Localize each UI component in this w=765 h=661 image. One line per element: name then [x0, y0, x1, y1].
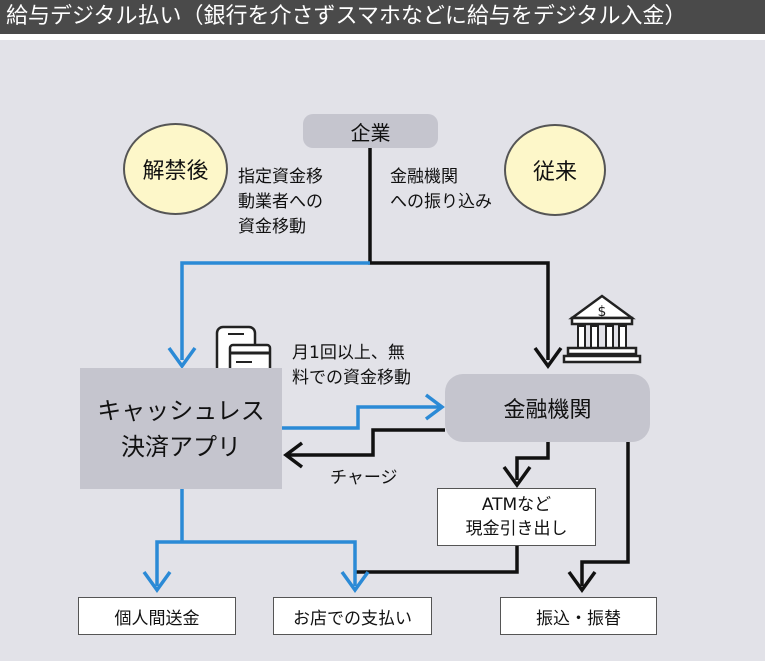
- bank-label: 金融機関: [503, 398, 592, 423]
- company-to-bank-line: [368, 148, 550, 360]
- cashless-app-node: キャッシュレス 決済アプリ: [80, 368, 282, 489]
- atm-withdrawal-node: ATMなど 現金引き出し: [437, 488, 596, 546]
- app-to-payments-line: [155, 489, 357, 586]
- company-to-bank-arrow: [533, 346, 563, 369]
- bank-building-icon: $: [562, 294, 642, 364]
- company-to-app-line: [180, 261, 370, 360]
- app-to-store-arrow: [340, 570, 370, 593]
- conventional-circle: 従来: [504, 124, 606, 216]
- bank-to-atm-line: [515, 442, 550, 480]
- monthly-line-1: 月1回以上、無: [292, 343, 405, 363]
- company-label: 企業: [350, 120, 391, 145]
- svg-text:$: $: [598, 304, 607, 320]
- bank-transfer-node: 振込・振替: [500, 597, 657, 635]
- diagram-title: 給与デジタル払い（銀行を介さずスマホなどに給与をデジタル入金）: [0, 0, 765, 34]
- bank-to-transfer-arrow: [567, 570, 597, 593]
- bank-to-transfer-line: [580, 442, 630, 586]
- after-ban-circle: 解禁後: [123, 123, 228, 215]
- app-to-p2p-arrow: [142, 570, 172, 593]
- monthly-line-2: 料での資金移動: [292, 368, 411, 388]
- app-to-bank-arrow: [424, 393, 445, 421]
- atm-to-store-line: [355, 546, 519, 574]
- charge-line: [288, 428, 445, 457]
- bank-node: 金融機関: [445, 374, 650, 442]
- p2p-transfer-node: 個人間送金: [78, 597, 236, 635]
- designated-line-3: 資金移動: [238, 217, 306, 237]
- after-ban-label: 解禁後: [142, 159, 209, 184]
- conventional-label: 従来: [532, 160, 577, 185]
- bank-transfer-line-2: への振り込み: [390, 192, 492, 212]
- atm-line-1: ATMなど: [481, 495, 552, 515]
- charge-arrow: [283, 441, 304, 469]
- p2p-label: 個人間送金: [114, 608, 200, 629]
- transfer-label: 振込・振替: [536, 608, 621, 629]
- atm-line-2: 現金引き出し: [465, 519, 568, 539]
- company-to-app-arrow: [167, 346, 197, 369]
- store-label: お店での支払い: [293, 608, 412, 629]
- designated-transfer-label: 指定資金移 動業者への 資金移動: [238, 165, 323, 240]
- cashless-app-line-2: 決済アプリ: [121, 432, 241, 461]
- store-payment-node: お店での支払い: [273, 597, 432, 635]
- monthly-transfer-label: 月1回以上、無 料での資金移動: [292, 341, 411, 391]
- cashless-app-line-1: キャッシュレス: [97, 396, 265, 425]
- bank-transfer-label: 金融機関 への振り込み: [390, 165, 492, 215]
- charge-label: チャージ: [330, 468, 398, 488]
- app-to-bank-line: [282, 405, 440, 430]
- bank-to-atm-arrow: [502, 465, 532, 488]
- company-node: 企業: [303, 114, 438, 148]
- designated-line-2: 動業者への: [238, 192, 323, 212]
- bank-transfer-line-1: 金融機関: [390, 167, 458, 187]
- designated-line-1: 指定資金移: [238, 167, 323, 187]
